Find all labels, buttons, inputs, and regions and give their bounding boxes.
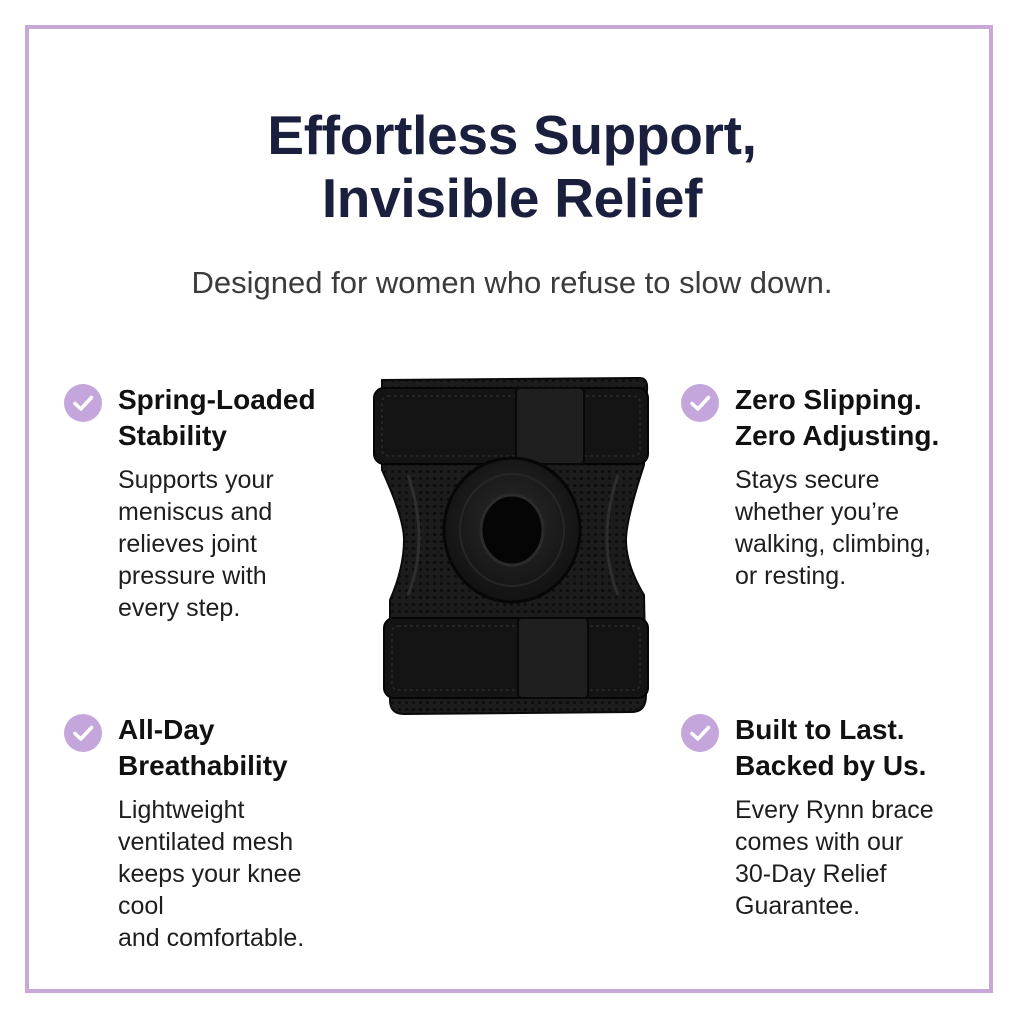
feature-title-line: Spring-Loaded [118,384,316,415]
check-icon [681,384,719,422]
feature-title-line: Stability [118,420,227,451]
feature-desc-line: ventilated mesh [118,828,294,856]
feature-desc-line: Every Rynn brace [735,796,934,824]
feature-description: Every Rynn brace comes with our 30-Day R… [735,794,971,922]
feature-desc-line: or resting. [735,562,847,590]
feature-title: Spring-Loaded Stability [118,382,354,454]
check-icon [64,714,102,752]
feature-all-day-breathability: All-Day Breathability Lightweight ventil… [64,712,354,954]
title-line-2: Invisible Relief [321,167,703,229]
title-line-1: Effortless Support, [267,104,757,166]
knee-brace-image [373,376,649,716]
feature-spring-loaded-stability: Spring-Loaded Stability Supports your me… [64,382,354,624]
feature-desc-line: every step. [118,594,241,622]
feature-desc-line: and comfortable. [118,924,305,952]
feature-description: Supports your meniscus and relieves join… [118,464,354,624]
check-icon [681,714,719,752]
feature-desc-line: meniscus and [118,498,273,526]
feature-desc-line: comes with our [735,828,904,856]
feature-description: Stays secure whether you’re walking, cli… [735,464,971,592]
page-title: Effortless Support, Invisible Relief [0,104,1024,230]
feature-desc-line: keeps your knee cool [118,860,302,920]
feature-desc-line: Supports your [118,466,274,494]
feature-built-to-last: Built to Last. Backed by Us. Every Rynn … [681,712,971,922]
feature-desc-line: relieves joint [118,530,257,558]
feature-title-line: Zero Adjusting. [735,420,940,451]
feature-desc-line: Lightweight [118,796,245,824]
feature-desc-line: 30-Day Relief [735,860,887,888]
check-icon [64,384,102,422]
feature-title: Zero Slipping. Zero Adjusting. [735,382,971,454]
feature-title-line: Breathability [118,750,288,781]
feature-description: Lightweight ventilated mesh keeps your k… [118,794,354,954]
subtitle: Designed for women who refuse to slow do… [191,265,833,300]
feature-title: All-Day Breathability [118,712,354,784]
feature-title: Built to Last. Backed by Us. [735,712,971,784]
feature-desc-line: walking, climbing, [735,530,931,558]
feature-title-line: Built to Last. [735,714,905,745]
page-border [25,25,993,993]
feature-desc-line: whether you’re [735,498,899,526]
feature-title-line: Zero Slipping. [735,384,922,415]
feature-title-line: Backed by Us. [735,750,927,781]
feature-desc-line: pressure with [118,562,267,590]
feature-zero-slipping: Zero Slipping. Zero Adjusting. Stays sec… [681,382,971,592]
feature-desc-line: Guarantee. [735,892,861,920]
feature-title-line: All-Day [118,714,215,745]
feature-desc-line: Stays secure [735,466,880,494]
